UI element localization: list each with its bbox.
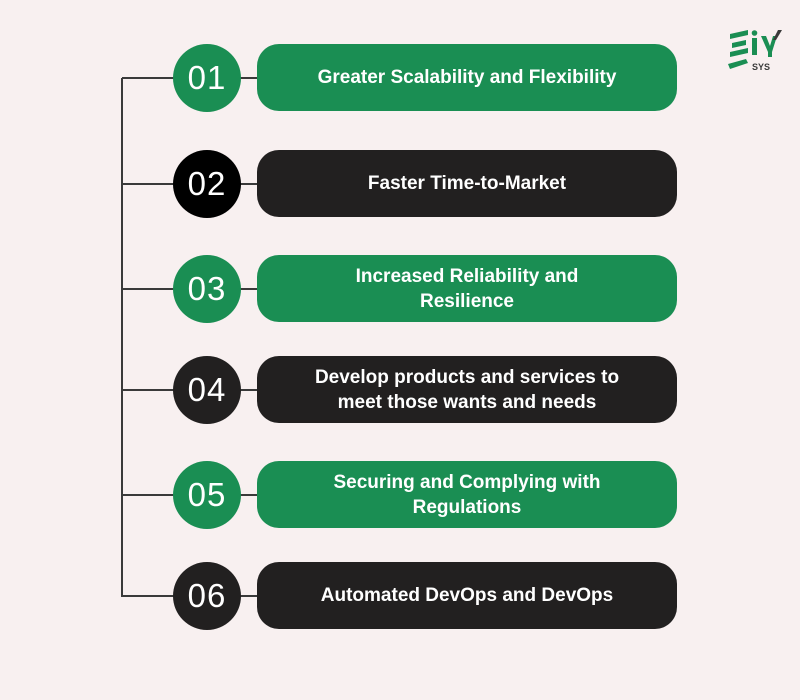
timeline-step-3: 03 Increased Reliability and Resilience [0, 255, 800, 323]
step-number-badge: 06 [173, 562, 241, 630]
eiy-logo-icon: SYS [728, 30, 782, 72]
step-number-badge: 02 [173, 150, 241, 218]
step-number-badge: 04 [173, 356, 241, 424]
step-label-pill: Increased Reliability and Resilience [257, 255, 677, 322]
timeline-step-1: 01 Greater Scalability and Flexibility [0, 44, 800, 112]
timeline-step-2: 02 Faster Time-to-Market [0, 150, 800, 218]
step-number-badge: 01 [173, 44, 241, 112]
step-label-pill: Faster Time-to-Market [257, 150, 677, 217]
step-number-badge: 03 [173, 255, 241, 323]
step-label-pill: Develop products and services to meet th… [257, 356, 677, 423]
timeline-step-6: 06 Automated DevOps and DevOps [0, 562, 800, 630]
timeline-step-5: 05 Securing and Complying with Regulatio… [0, 461, 800, 529]
step-number-badge: 05 [173, 461, 241, 529]
timeline-step-4: 04 Develop products and services to meet… [0, 356, 800, 424]
step-label-pill: Securing and Complying with Regulations [257, 461, 677, 528]
step-label-pill: Automated DevOps and DevOps [257, 562, 677, 629]
timeline-connector [121, 78, 123, 597]
step-label-pill: Greater Scalability and Flexibility [257, 44, 677, 111]
svg-text:SYS: SYS [752, 62, 770, 72]
